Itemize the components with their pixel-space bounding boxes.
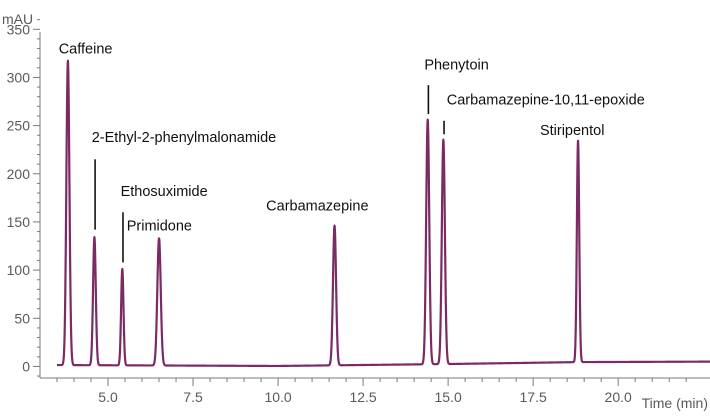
chromatogram-trace: [56, 59, 710, 368]
peak-label: Carbamazepine-10,11-epoxide: [447, 92, 645, 108]
y-tick-label: 0: [22, 358, 30, 374]
y-tick-label: 350: [7, 21, 31, 37]
peak-leader-lines: [94, 85, 445, 263]
x-tick-label: 12.5: [349, 389, 376, 405]
y-tick-label: 50: [14, 310, 30, 326]
x-axis: 5.0 7.5 10.0 12.5 15.0 17.5 20.0: [40, 377, 710, 405]
peak-label: Carbamazepine: [266, 198, 368, 214]
peak-labels: Caffeine 2-Ethyl-2-phenylmalonamideEthosu…: [59, 41, 645, 234]
y-axis-title: mAU: [2, 11, 33, 27]
x-tick-label: 20.0: [605, 389, 632, 405]
y-tick-label: 150: [7, 214, 31, 230]
y-tick-label: 100: [7, 262, 31, 278]
y-tick-label: 200: [7, 166, 31, 182]
peak-label: Ethosuximide: [121, 184, 208, 200]
x-tick-label: 10.0: [264, 389, 291, 405]
peak-label: Caffeine: [59, 41, 113, 57]
y-tick-label: 300: [7, 69, 31, 85]
x-tick-label: 15.0: [434, 389, 461, 405]
chromatogram-line: [56, 59, 710, 368]
peak-label: Stiripentol: [540, 123, 604, 139]
peak-label: Phenytoin: [424, 58, 489, 74]
y-axis: 0 50 100 150 200 250 300 350: [7, 19, 41, 378]
x-tick-label: 5.0: [98, 389, 118, 405]
y-tick-label: 250: [7, 118, 31, 134]
peak-label: Primidone: [127, 219, 192, 235]
peak-label: 2-Ethyl-2-phenylmalonamide: [92, 130, 277, 146]
x-tick-label: 7.5: [183, 389, 203, 405]
x-axis-title: Time (min): [642, 395, 708, 411]
x-tick-label: 17.5: [520, 389, 547, 405]
